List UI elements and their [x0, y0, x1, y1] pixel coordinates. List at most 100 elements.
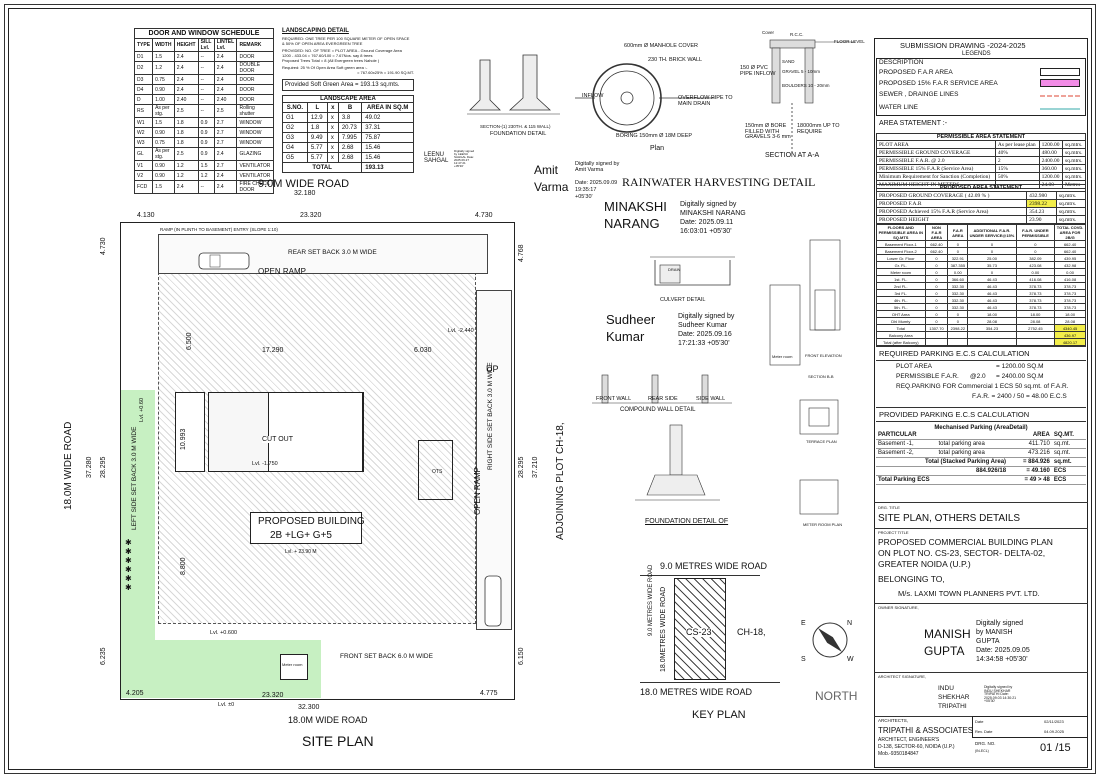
table-cell: PROPOSED Achieved 15% F.A.R (Service Are… — [875, 207, 1028, 216]
table-cell: x — [326, 122, 339, 133]
minakshi-sig-l2: MINAKSHI NARANG — [680, 210, 746, 217]
table-cell: 2.5 — [173, 104, 199, 118]
table-cell: 0 — [967, 247, 1017, 255]
date-box — [972, 716, 1088, 738]
table-cell: 382.09 — [1015, 254, 1056, 262]
adjoining-label: ADJOINING PLOT CH-18, — [555, 422, 566, 540]
table-cell: 0.90 — [152, 160, 175, 171]
table-cell: 7.995 — [337, 132, 363, 143]
firm-addr: D-138, SECTOR-60, NOIDA (U.P.) — [878, 744, 955, 750]
table-cell: PERMISSIBLE 15% F.A.R (Service Area) — [876, 164, 996, 173]
table-cell: PERMISSIBLE F.A.R. @ 2.0 — [876, 156, 996, 165]
table-cell: Basement Floor-1 — [876, 240, 926, 248]
proposed-table: PROPOSED GROUND COVERAGE ( 42.09 % )432.… — [875, 191, 1087, 224]
table-cell: 2.4 — [213, 84, 238, 95]
table-cell: D2 — [133, 61, 154, 75]
keyplan-road-left2: 18.0METRES WIDE ROAD — [660, 586, 667, 672]
landscape-line6: Required: 25 % Of Open Area Soft green a… — [282, 65, 368, 70]
table-cell: 354.23 — [1026, 207, 1057, 216]
table-cell: 2.7 — [213, 160, 238, 171]
table-cell: 49.02 — [361, 112, 414, 123]
table-cell: 0.9 — [197, 127, 215, 138]
arch-divider — [874, 672, 1088, 673]
compass-e: E — [801, 620, 806, 627]
parking-title: REQUIRED PARKING E.C.S CALCULATION — [876, 346, 1086, 361]
table-cell: 0 — [1015, 240, 1056, 248]
terrace-plan-label: TERRACE PLAN — [806, 439, 837, 444]
table-cell: 4340.45 — [1054, 324, 1086, 332]
table-cell: x — [326, 152, 339, 163]
drg-no-label: DRG. NO. — [975, 741, 996, 746]
left-setback-label: LEFT SIDE SET BACK 3.0 M WIDE — [131, 426, 138, 530]
arch-sig-label: ARCHITECT SIGNATURE, — [878, 674, 927, 679]
side-wall-label: SIDE WALL — [696, 396, 726, 402]
table-cell: 2.68 — [337, 152, 363, 163]
manish-sig-l4: Date: 2025.09.05 — [976, 647, 1030, 654]
dim-top: 32.180 — [294, 190, 316, 197]
architects-label: ARCHITECTS, — [878, 718, 909, 723]
table-cell: 1.00 — [152, 94, 175, 105]
submission-label: SUBMISSION DRAWING -2024-2025 — [900, 41, 1026, 50]
table-cell: 0 — [947, 310, 969, 318]
table-cell: 1.2 — [173, 170, 199, 181]
mech-calc-val: = 49.160 — [1008, 466, 1052, 476]
trees-column: ✱✱✱✱✱✱ — [125, 538, 132, 592]
mech-b2-label: Basement -2, — [876, 448, 937, 458]
mech-b1-label: Basement -1, — [876, 439, 937, 449]
table-cell: Balcony Area — [876, 331, 926, 339]
mech-parking-title: Mechanised Parking (AreaDetail) — [934, 425, 1028, 431]
manish-sig-l3: GUPTA — [976, 638, 1000, 645]
table-cell: 0.00 — [1054, 268, 1086, 276]
table-cell: D3 — [133, 74, 154, 85]
table-cell: 2.4 — [213, 147, 238, 161]
water-line-icon — [1040, 108, 1080, 110]
table-cell: PROPOSED HEIGHT — [875, 215, 1028, 224]
table-cell: 332.30 — [947, 303, 969, 311]
table-cell: W3 — [133, 137, 154, 148]
rwh-plan-drawing — [575, 63, 715, 133]
rwh-boulders-label: BOULDERS 10 - 20mm — [782, 83, 830, 88]
table-cell: DOOR — [236, 84, 274, 95]
table-cell: 5th. FL. — [876, 303, 926, 311]
table-cell — [967, 338, 1017, 346]
legend-water: WATER LINE — [879, 104, 919, 111]
area-statement-label: AREA STATEMENT :- — [879, 120, 948, 127]
ramp-right — [476, 290, 512, 630]
table-header: FLOORS AND PERMISSIBLE AREA IN SQ.MTS — [876, 224, 926, 241]
section-bb-label: SECTION B-B — [808, 374, 834, 379]
legend-15-swatch — [1040, 79, 1080, 87]
table-cell: As per stg. — [152, 147, 175, 161]
amit-sig-l4: +05'30' — [575, 194, 593, 200]
table-cell: WINDOW — [236, 127, 274, 138]
minakshi-sig-l1: Digitally signed by — [680, 201, 737, 208]
amit-name: Amit Varma — [534, 163, 569, 194]
meter-room-drawing-label: Meter room — [772, 354, 793, 359]
table-header: F.A.R AREA — [947, 224, 969, 241]
ots-box — [418, 440, 453, 500]
table-cell: x — [326, 112, 339, 123]
table-cell: Dhl Mumty — [876, 317, 926, 325]
sudheer-name2: Kumar — [606, 329, 645, 344]
rwh-section-drawing — [769, 39, 855, 155]
meter-room-label: Meter room — [282, 662, 303, 667]
table-cell: 378.73 — [1054, 289, 1086, 297]
table-cell: sq.mtrs. — [1055, 207, 1087, 216]
table-cell: 387.355 — [947, 261, 969, 269]
table-cell: sq.mtrs. — [1062, 140, 1086, 149]
table-cell: 2398.22 — [947, 324, 969, 332]
table-cell: 0 — [924, 289, 949, 297]
dim-6150: 6.150 — [518, 647, 525, 665]
parking-far-value: = 2400.00 SQ.M — [996, 373, 1044, 380]
site-plan-title: SITE PLAN — [302, 733, 374, 749]
amit-sig-l1: Digitally signed by Amit Varma — [575, 161, 620, 173]
